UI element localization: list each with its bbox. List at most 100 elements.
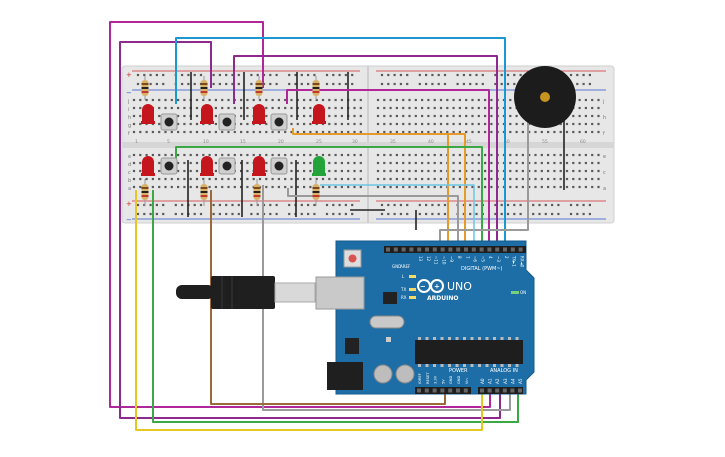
hole: [136, 82, 140, 86]
hole: [214, 130, 217, 134]
pin-hole[interactable]: [424, 388, 429, 393]
hole: [277, 153, 280, 157]
pin-hole[interactable]: [401, 247, 406, 252]
hole: [275, 212, 278, 216]
led-red[interactable]: [141, 156, 155, 176]
pin-hole[interactable]: [409, 247, 414, 252]
led-red[interactable]: [312, 104, 326, 124]
hole: [414, 169, 417, 173]
usb-b-port: [315, 276, 365, 310]
pin-hole[interactable]: [495, 388, 500, 393]
hole: [155, 82, 158, 86]
hole: [177, 169, 180, 173]
hole: [565, 161, 569, 165]
hole: [351, 212, 354, 216]
hole: [303, 106, 306, 110]
chip-pin: [418, 337, 421, 340]
push-button[interactable]: [218, 113, 236, 131]
led-red[interactable]: [200, 104, 214, 124]
resistor[interactable]: [253, 179, 261, 206]
hole: [309, 161, 312, 165]
pin-hole[interactable]: [464, 247, 468, 252]
hole: [136, 203, 140, 207]
piezo-buzzer[interactable]: [514, 66, 576, 128]
hole: [271, 185, 274, 189]
pin-hole[interactable]: [456, 388, 460, 393]
hole: [246, 169, 249, 173]
pin-hole[interactable]: [417, 247, 422, 252]
pin-hole[interactable]: [463, 388, 468, 393]
pin-hole[interactable]: [456, 247, 461, 252]
pin-hole[interactable]: [471, 247, 476, 252]
pin-hole[interactable]: [480, 388, 484, 393]
hole: [344, 73, 347, 77]
hole: [538, 212, 541, 216]
push-button[interactable]: [160, 157, 178, 175]
pin-hole[interactable]: [503, 247, 507, 252]
push-button[interactable]: [270, 113, 288, 131]
pin-hole[interactable]: [448, 247, 453, 252]
push-button[interactable]: [218, 157, 236, 175]
pin-hole[interactable]: [432, 388, 437, 393]
hole: [195, 122, 199, 126]
hole: [164, 185, 167, 189]
resistor[interactable]: [200, 76, 208, 100]
hole: [315, 153, 318, 157]
hole: [303, 161, 306, 165]
pin-hole[interactable]: [510, 388, 515, 393]
hole: [218, 212, 221, 216]
led-red[interactable]: [200, 156, 214, 176]
hole: [177, 114, 180, 118]
row-letter: a: [603, 186, 606, 192]
pin-hole[interactable]: [495, 247, 500, 252]
pin-hole[interactable]: [386, 247, 390, 252]
resistor[interactable]: [141, 76, 149, 100]
pin-hole[interactable]: [432, 247, 437, 252]
pin-hole[interactable]: [440, 388, 445, 393]
push-button[interactable]: [160, 113, 178, 131]
pin-hole[interactable]: [417, 388, 421, 393]
hole: [359, 177, 362, 181]
pin-hole[interactable]: [510, 247, 515, 252]
led-red[interactable]: [141, 104, 155, 124]
pin-hole[interactable]: [502, 388, 507, 393]
hole: [408, 177, 411, 181]
hole: [212, 82, 215, 86]
resistor[interactable]: [141, 179, 149, 206]
pin-hole[interactable]: [393, 247, 398, 252]
pin-hole[interactable]: [425, 247, 429, 252]
hole: [559, 177, 562, 181]
hole: [353, 185, 356, 189]
resistor[interactable]: [312, 179, 320, 206]
hole: [383, 177, 386, 181]
pin-hole[interactable]: [487, 247, 492, 252]
led-red[interactable]: [252, 104, 266, 124]
push-button[interactable]: [270, 157, 288, 175]
pin-hole[interactable]: [448, 388, 453, 393]
pin-hole[interactable]: [518, 247, 523, 252]
led-red[interactable]: [252, 156, 266, 176]
digital-pin-label: 7: [465, 256, 470, 259]
hole: [408, 114, 411, 118]
hole: [414, 122, 417, 126]
hole: [149, 212, 152, 216]
hole: [212, 212, 215, 216]
resistor[interactable]: [200, 179, 208, 206]
led-green[interactable]: [312, 156, 326, 176]
power-pin-label: RESET: [426, 372, 430, 384]
pin-hole[interactable]: [487, 388, 492, 393]
hole: [437, 82, 440, 86]
hole: [151, 153, 154, 157]
resistor[interactable]: [312, 76, 320, 100]
resistor[interactable]: [255, 76, 263, 100]
hole: [565, 153, 569, 157]
chip-pin: [470, 364, 474, 367]
hole: [578, 169, 581, 173]
pin-hole[interactable]: [479, 247, 484, 252]
pin-hole[interactable]: [440, 247, 445, 252]
hole: [439, 161, 443, 165]
pin-hole[interactable]: [518, 388, 522, 393]
hole: [395, 153, 398, 157]
